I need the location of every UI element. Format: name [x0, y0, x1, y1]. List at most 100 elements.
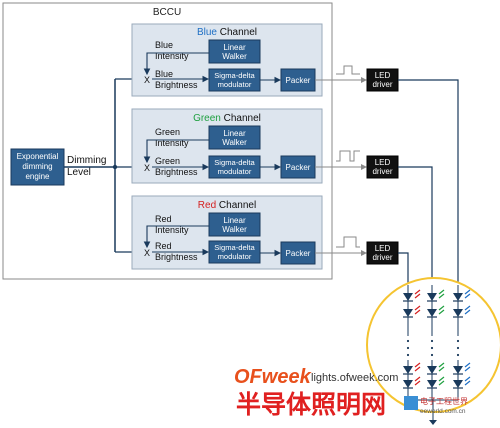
red-sigma-delta-block	[208, 240, 261, 264]
red-led-emission-arrow-icon	[414, 362, 421, 368]
green-linear-walker-block	[208, 125, 261, 150]
green-intensity-label-2: Intensity	[155, 138, 189, 148]
blue-led-emission-arrow-icon	[464, 362, 471, 368]
blue-led-diode-icon	[453, 366, 463, 374]
red-channel-color-word: Red	[198, 200, 216, 211]
green-driver-label-1: LED	[375, 158, 391, 167]
blue-brightness-label-2: Brightness	[155, 80, 198, 90]
red-walker-feedback	[143, 225, 209, 249]
green-walker-label-2: Walker	[222, 138, 247, 147]
blue-led-diode-icon	[453, 309, 463, 317]
green-string-ellipsis-dot	[430, 346, 434, 350]
blue-driver-wire	[398, 79, 459, 285]
green-channel-suffix: Channel	[221, 113, 261, 124]
led-array-highlight-circle	[366, 277, 500, 413]
red-led-emission-arrow-icon	[414, 380, 421, 386]
green-led-emission-arrow-icon	[438, 380, 445, 386]
blue-packer-label: Packer	[286, 76, 311, 85]
red-brightness-label-2: Brightness	[155, 252, 198, 262]
bccu-title: BCCU	[153, 7, 181, 18]
red-led-diode-icon	[403, 366, 413, 374]
blue-led-emission-arrow-icon	[464, 309, 471, 315]
green-led-emission-arrow-icon	[438, 362, 445, 368]
blue-string-ellipsis-dot	[456, 346, 460, 350]
green-channel-title: Green Channel	[193, 113, 261, 124]
red-led-diode-icon	[403, 293, 413, 301]
ofweek-brand-logo: OFweek	[234, 366, 312, 388]
red-intensity-label-1: Red	[155, 214, 172, 224]
eeworld-logo-text: 电子工程世界	[420, 396, 468, 406]
red-linear-walker-block	[208, 212, 261, 237]
red-modulator-label-1: Sigma-delta	[214, 243, 255, 252]
green-led-diode-icon	[427, 309, 437, 317]
green-string-ellipsis-dot	[430, 339, 434, 343]
green-walker-label-1: Linear	[223, 129, 246, 138]
exponential-dimming-engine-block	[10, 148, 65, 186]
blue-led-diode-icon	[453, 380, 463, 388]
blue-intensity-label-2: Intensity	[155, 51, 189, 61]
green-led-diode-icon	[427, 366, 437, 374]
red-driver-label-2: driver	[372, 253, 392, 262]
green-string-ellipsis-dot	[430, 353, 434, 357]
red-led-emission-arrow-icon	[414, 366, 421, 372]
red-driver-wire	[398, 252, 409, 285]
blue-led-emission-arrow-icon	[464, 305, 471, 311]
blue-channel-title: Blue Channel	[197, 27, 257, 38]
red-intensity-label-2: Intensity	[155, 225, 189, 235]
green-led-emission-arrow-icon	[438, 309, 445, 315]
chinese-site-title: 半导体照明网	[236, 391, 386, 419]
ofweek-site-url: lights.ofweek.com	[311, 372, 398, 384]
blue-brightness-label-1: Blue	[155, 69, 173, 79]
blue-string-ellipsis-dot	[456, 353, 460, 357]
red-led-diode-icon	[403, 380, 413, 388]
blue-channel-suffix: Channel	[217, 27, 257, 38]
green-driver-label-2: driver	[372, 167, 392, 176]
red-led-emission-arrow-icon	[414, 293, 421, 299]
green-packer-label: Packer	[286, 163, 311, 172]
red-led-emission-arrow-icon	[414, 289, 421, 295]
blue-led-emission-arrow-icon	[464, 289, 471, 295]
green-intensity-label-1: Green	[155, 127, 180, 137]
green-led-emission-arrow-icon	[438, 289, 445, 295]
green-led-diode-icon	[427, 293, 437, 301]
red-walker-label-1: Linear	[223, 216, 246, 225]
red-string-ellipsis-dot	[406, 353, 410, 357]
red-walker-label-2: Walker	[222, 225, 247, 234]
blue-pwm-waveform	[336, 65, 360, 75]
blue-string-ellipsis-dot	[456, 339, 460, 343]
ground-icon	[429, 420, 437, 425]
red-channel-suffix: Channel	[216, 200, 256, 211]
dimming-level-line1: Dimming	[67, 155, 106, 166]
blue-driver-label-1: LED	[375, 71, 391, 80]
engine-label-line2: dimming	[22, 162, 52, 171]
blue-led-emission-arrow-icon	[464, 376, 471, 382]
blue-multiply-symbol: X	[144, 75, 150, 85]
red-multiply-symbol: X	[144, 248, 150, 258]
green-led-emission-arrow-icon	[438, 366, 445, 372]
green-led-emission-arrow-icon	[438, 305, 445, 311]
green-driver-wire	[398, 166, 433, 285]
red-channel-title: Red Channel	[198, 200, 256, 211]
red-led-emission-arrow-icon	[414, 309, 421, 315]
blue-linear-walker-block	[208, 39, 261, 64]
red-led-diode-icon	[403, 309, 413, 317]
green-pwm-waveform	[336, 150, 360, 162]
blue-modulator-label-2: modulator	[218, 80, 252, 89]
red-brightness-label-1: Red	[155, 241, 172, 251]
blue-walker-label-2: Walker	[222, 52, 247, 61]
green-modulator-label-2: modulator	[218, 167, 252, 176]
blue-led-emission-arrow-icon	[464, 380, 471, 386]
green-brightness-label-2: Brightness	[155, 167, 198, 177]
red-packer-label: Packer	[286, 249, 311, 258]
green-channel-color-word: Green	[193, 113, 221, 124]
blue-channel-color-word: Blue	[197, 27, 217, 38]
blue-walker-feedback	[143, 52, 209, 76]
blue-driver-label-2: driver	[372, 80, 392, 89]
green-brightness-label-1: Green	[155, 156, 180, 166]
led-strings	[403, 285, 471, 425]
blue-modulator-label-1: Sigma-delta	[214, 71, 255, 80]
green-led-emission-arrow-icon	[438, 376, 445, 382]
blue-led-diode-icon	[453, 293, 463, 301]
blue-intensity-label-1: Blue	[155, 40, 173, 50]
green-multiply-symbol: X	[144, 163, 150, 173]
